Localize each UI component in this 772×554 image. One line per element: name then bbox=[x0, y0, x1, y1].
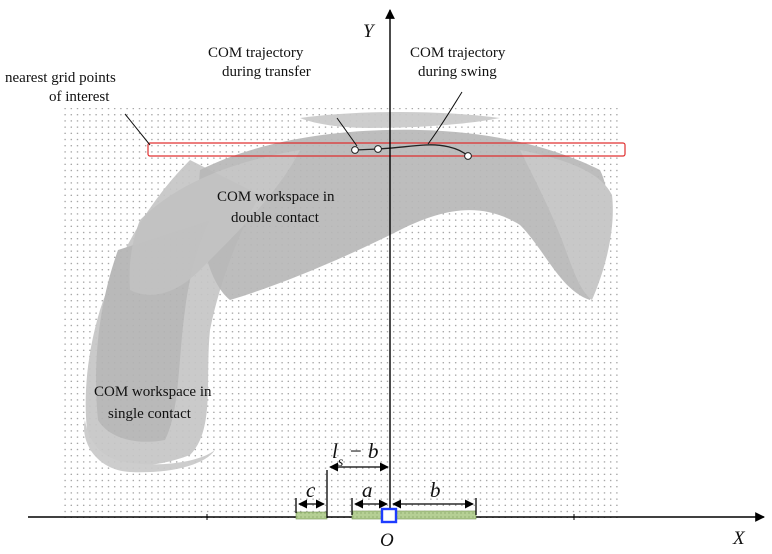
dim-label-c: c bbox=[306, 478, 316, 502]
label-single-contact-2: single contact bbox=[108, 406, 192, 422]
leader-lines bbox=[124, 91, 463, 147]
nearest-grid-box bbox=[147, 142, 626, 157]
trajectory-point bbox=[374, 145, 382, 153]
dim-label-b: b bbox=[430, 478, 441, 502]
com-trajectory bbox=[351, 144, 472, 160]
origin-marker bbox=[380, 507, 398, 524]
x-axis-label: X bbox=[732, 528, 746, 549]
label-com-swing-1: COM trajectory bbox=[410, 45, 506, 61]
label-nearest-grid-2: of interest bbox=[49, 89, 110, 105]
y-axis-label: Y bbox=[363, 21, 376, 42]
trajectory-point bbox=[464, 152, 472, 160]
label-double-contact-2: double contact bbox=[231, 210, 320, 226]
workspace-double-contact bbox=[129, 112, 613, 300]
label-single-contact-1: COM workspace in bbox=[94, 384, 212, 400]
label-com-transfer-2: during transfer bbox=[222, 64, 311, 80]
label-com-transfer-1: COM trajectory bbox=[208, 45, 304, 61]
label-nearest-grid-1: nearest grid points bbox=[5, 70, 116, 86]
origin-label: O bbox=[380, 530, 394, 551]
dim-label-a: a bbox=[362, 478, 373, 502]
dim-label-ls-minus-b: ls − b bbox=[332, 439, 378, 470]
trajectory-point bbox=[351, 146, 359, 154]
label-double-contact-1: COM workspace in bbox=[217, 189, 335, 205]
label-com-swing-2: during swing bbox=[418, 64, 497, 80]
foot-segment-ab bbox=[351, 510, 477, 520]
foot-segment-c bbox=[295, 511, 328, 520]
dimension-lines bbox=[295, 462, 477, 518]
